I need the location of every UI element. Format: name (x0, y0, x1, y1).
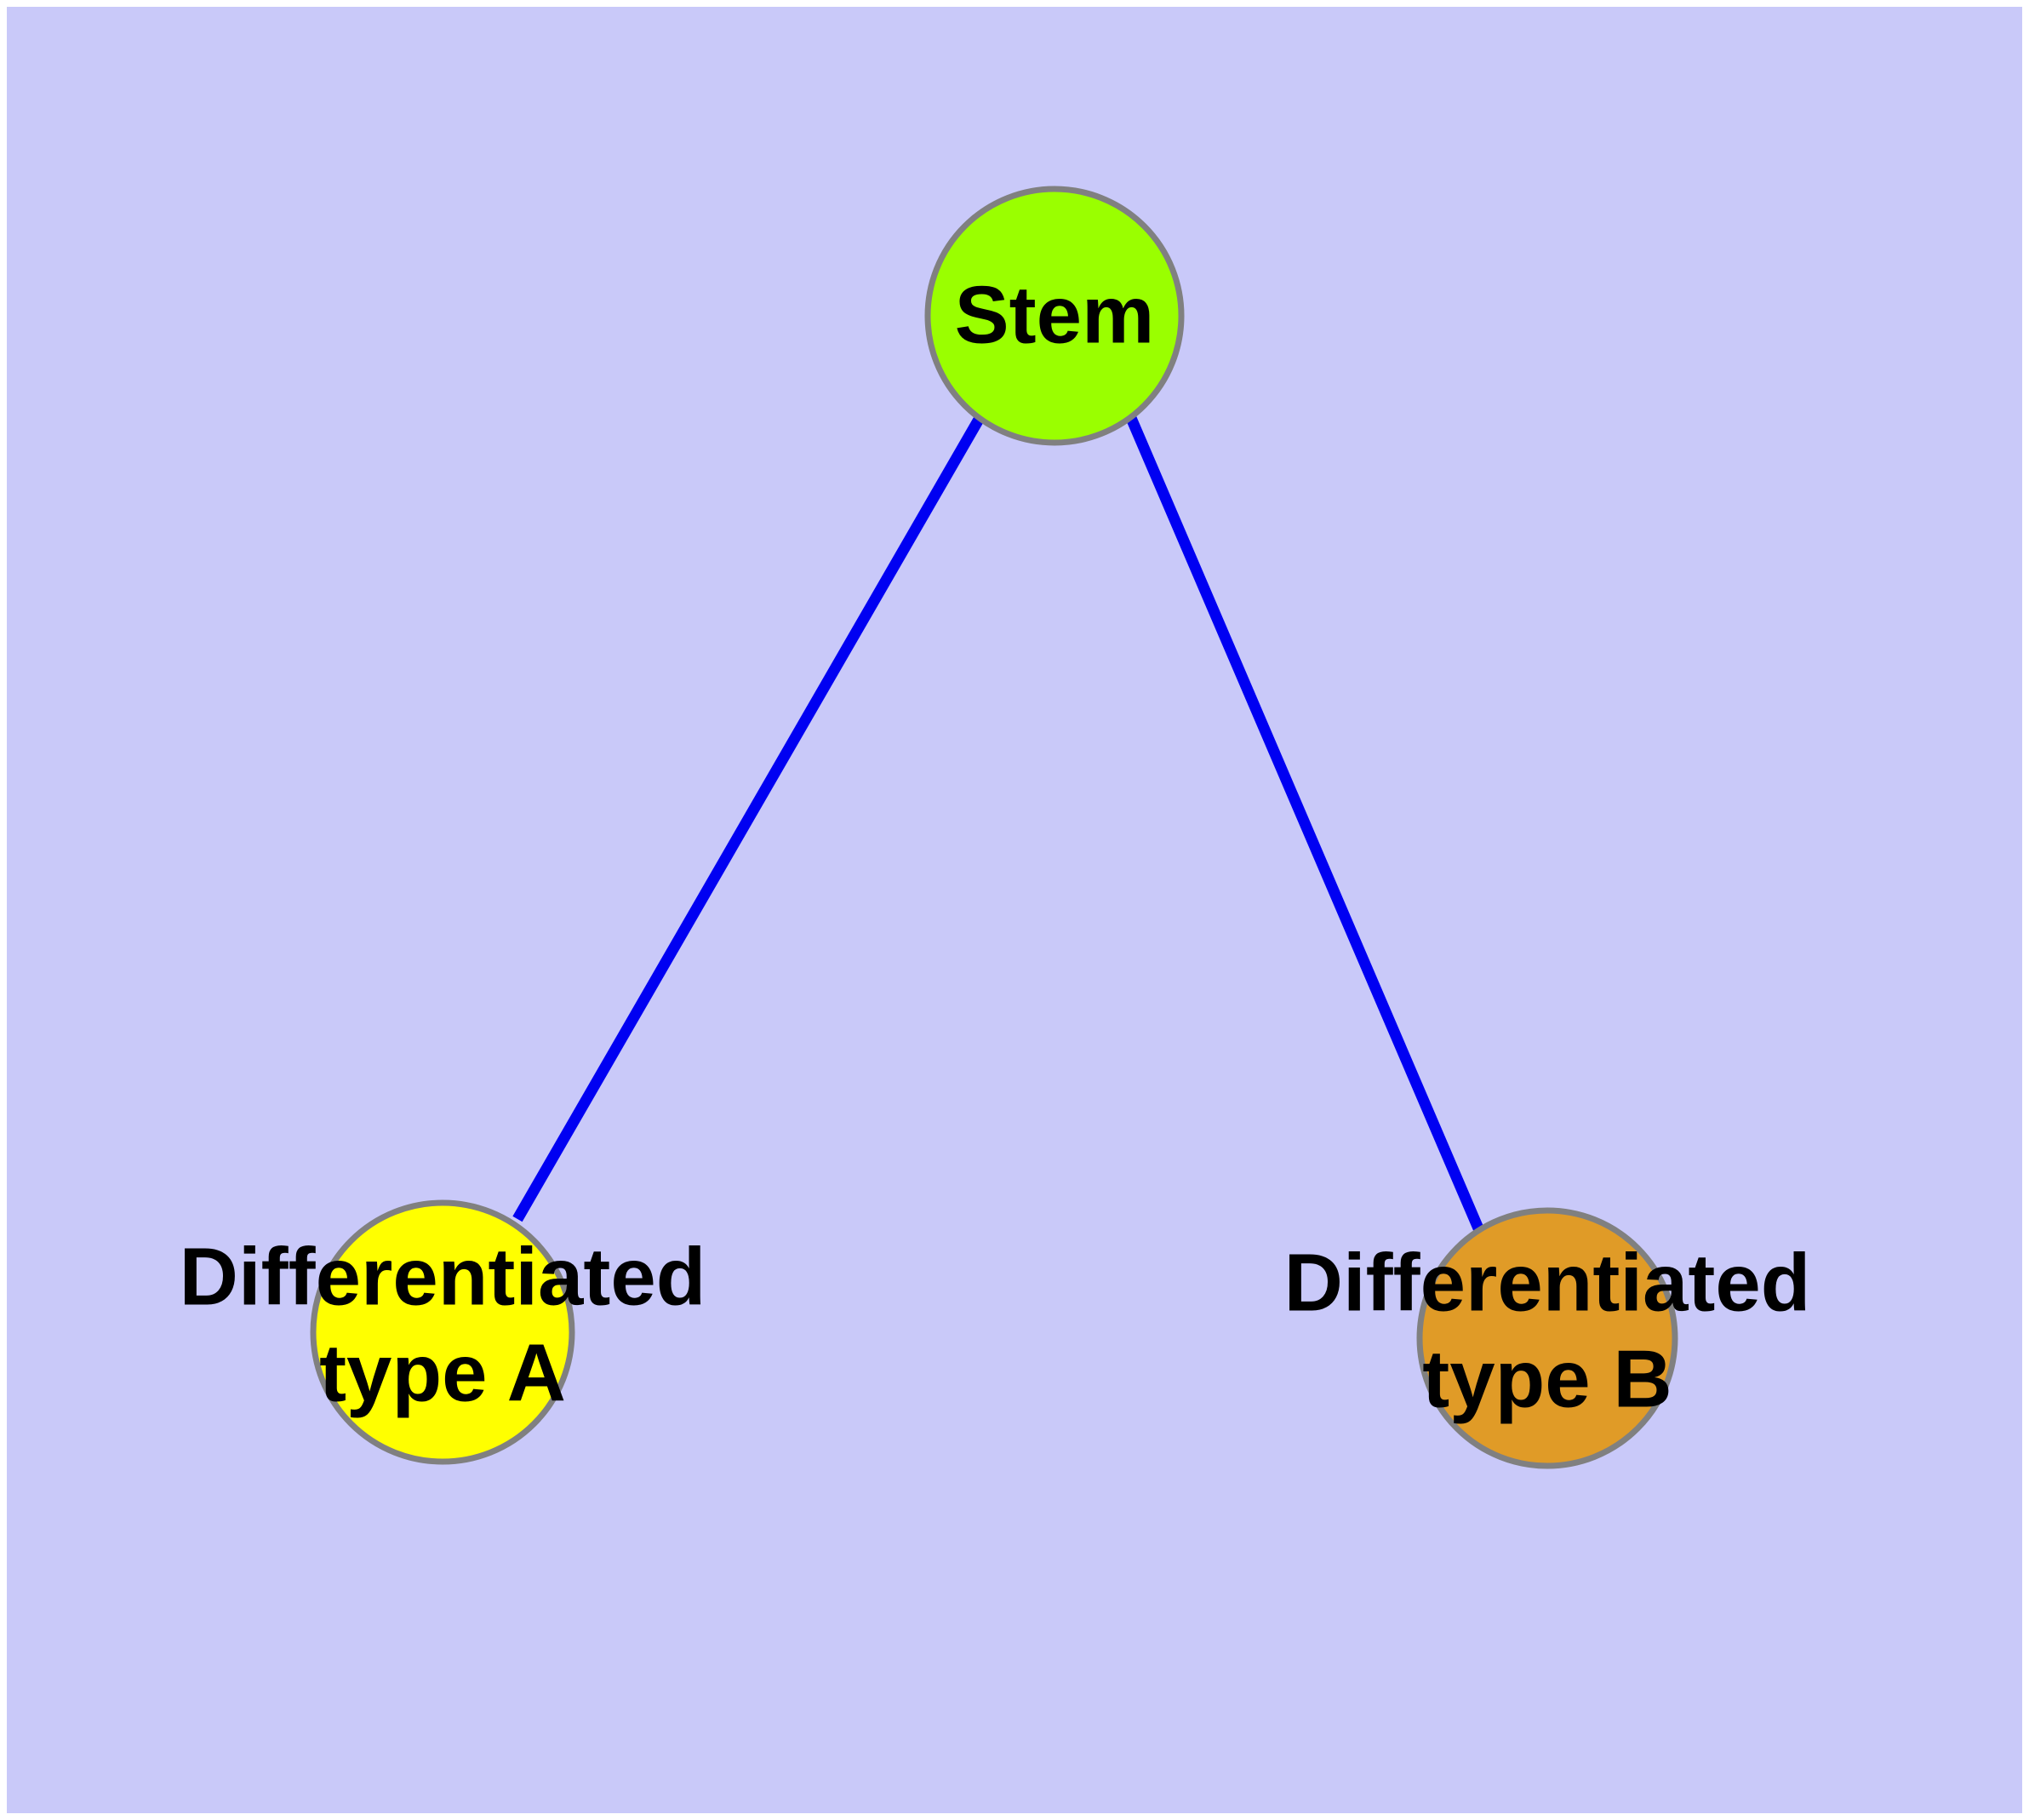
node-label-differentiated-type-a-line1: Differentiated (180, 1231, 706, 1322)
node-differentiated-type-b[interactable] (1416, 1207, 1678, 1469)
labels-layer: Stem Differentiated type A Differentiate… (180, 269, 1811, 1424)
edge-stem-to-differentiated-type-b[interactable] (1126, 415, 1483, 1231)
edge-stem-to-differentiated-type-a[interactable] (512, 415, 985, 1222)
node-label-stem: Stem (955, 269, 1155, 360)
edges-layer (512, 415, 1483, 1231)
node-stem[interactable] (924, 186, 1185, 446)
node-differentiated-type-a[interactable] (310, 1199, 575, 1465)
nodes-layer (310, 186, 1678, 1469)
node-label-differentiated-type-b-line1: Differentiated (1284, 1237, 1811, 1328)
node-label-differentiated-type-b-line2: type B (1422, 1333, 1672, 1424)
node-label-differentiated-type-a-line2: type A (319, 1327, 566, 1418)
